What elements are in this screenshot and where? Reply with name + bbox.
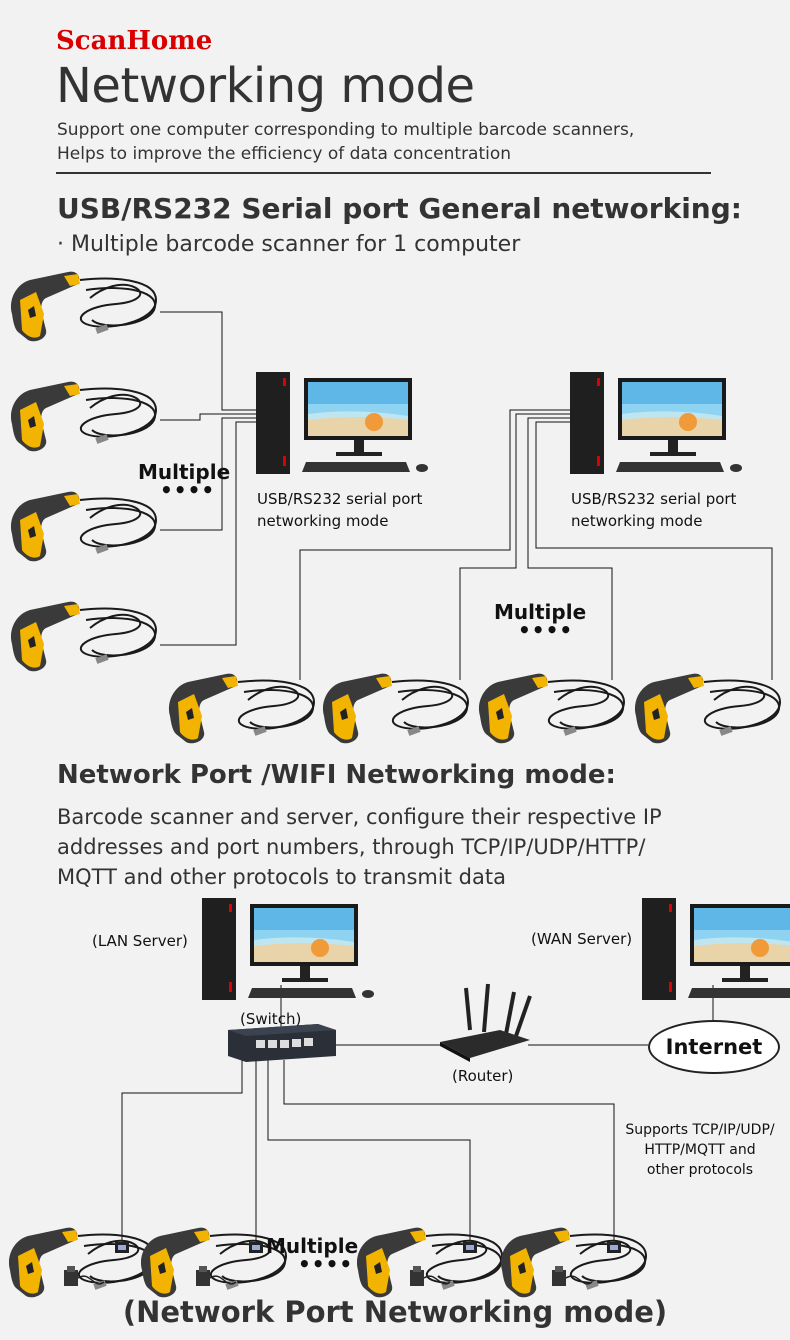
barcode-scanner-icon xyxy=(499,1226,647,1299)
network-heading: Network Port /WIFI Networking mode: xyxy=(57,760,616,790)
pc-label-left: USB/RS232 serial port networking mode xyxy=(257,488,422,532)
rj45-plug-icon xyxy=(115,1242,129,1253)
serial-links xyxy=(160,311,773,680)
divider xyxy=(56,172,711,174)
pc-label-line: networking mode xyxy=(257,512,389,530)
barcode-scanner-icon xyxy=(167,672,315,745)
barcode-scanner-icon xyxy=(7,1226,156,1299)
desc-line: MQTT and other protocols to transmit dat… xyxy=(57,865,506,889)
network-description: Barcode scanner and server, configure th… xyxy=(57,802,757,892)
multiple-label: Multiple xyxy=(494,600,587,624)
barcode-scanner-icon xyxy=(9,380,158,453)
barcode-scanner-icon xyxy=(139,1226,287,1299)
pc-label-line: networking mode xyxy=(571,512,703,530)
switch-label: (Switch) xyxy=(240,1010,302,1028)
desc-line: addresses and port numbers, through TCP/… xyxy=(57,835,646,859)
pc-label-right: USB/RS232 serial port networking mode xyxy=(571,488,736,532)
ellipsis-dots: •••• xyxy=(518,618,574,642)
desktop-computer-icon xyxy=(256,372,428,474)
pc-label-line: USB/RS232 serial port xyxy=(257,490,423,508)
subtitle-line: Helps to improve the efficiency of data … xyxy=(57,144,512,164)
protocols-label: Supports TCP/IP/UDP/ HTTP/MQTT and other… xyxy=(614,1120,786,1180)
page-subtitle: Support one computer corresponding to mu… xyxy=(57,118,634,166)
barcode-scanner-icon xyxy=(633,672,781,745)
protocols-line: HTTP/MQTT and xyxy=(644,1142,756,1158)
ellipsis-dots: •••• xyxy=(298,1252,354,1276)
protocols-line: Supports TCP/IP/UDP/ xyxy=(625,1122,775,1138)
subtitle-line: Support one computer corresponding to mu… xyxy=(57,120,635,140)
barcode-scanner-icon xyxy=(321,672,469,745)
page-title: Networking mode xyxy=(56,58,475,114)
desktop-computer-icon xyxy=(570,372,742,474)
router-icon xyxy=(440,983,532,1062)
serial-heading: USB/RS232 Serial port General networking… xyxy=(57,192,742,225)
barcode-scanner-icon xyxy=(9,490,158,563)
rj45-plug-icon xyxy=(249,1242,263,1253)
rj45-plug-icon xyxy=(463,1242,477,1253)
pc-label-line: USB/RS232 serial port xyxy=(571,490,737,508)
barcode-scanner-icon xyxy=(477,672,625,745)
desktop-computer-icon xyxy=(202,898,374,1000)
barcode-scanner-icon xyxy=(9,600,158,673)
brand-logo: ScanHome xyxy=(56,26,213,56)
protocols-line: other protocols xyxy=(646,1162,754,1178)
serial-bullet: · Multiple barcode scanner for 1 compute… xyxy=(57,232,521,257)
network-links xyxy=(121,985,714,1240)
footer-caption: (Network Port Networking mode) xyxy=(122,1295,668,1329)
lan-server-label: (LAN Server) xyxy=(92,932,188,950)
barcode-scanner-icon xyxy=(355,1226,503,1299)
multiple-label: Multiple xyxy=(266,1234,359,1258)
router-label: (Router) xyxy=(452,1067,514,1085)
desc-line: Barcode scanner and server, configure th… xyxy=(57,805,662,829)
barcode-scanner-icon xyxy=(9,270,158,343)
network-switch-icon xyxy=(228,1024,336,1062)
ellipsis-dots: •••• xyxy=(160,478,216,502)
desktop-computer-icon xyxy=(642,898,790,1000)
internet-cloud: Internet xyxy=(648,1020,780,1074)
multiple-label: Multiple xyxy=(138,460,231,484)
rj45-plug-icon xyxy=(607,1242,621,1253)
wan-server-label: (WAN Server) xyxy=(531,930,633,948)
